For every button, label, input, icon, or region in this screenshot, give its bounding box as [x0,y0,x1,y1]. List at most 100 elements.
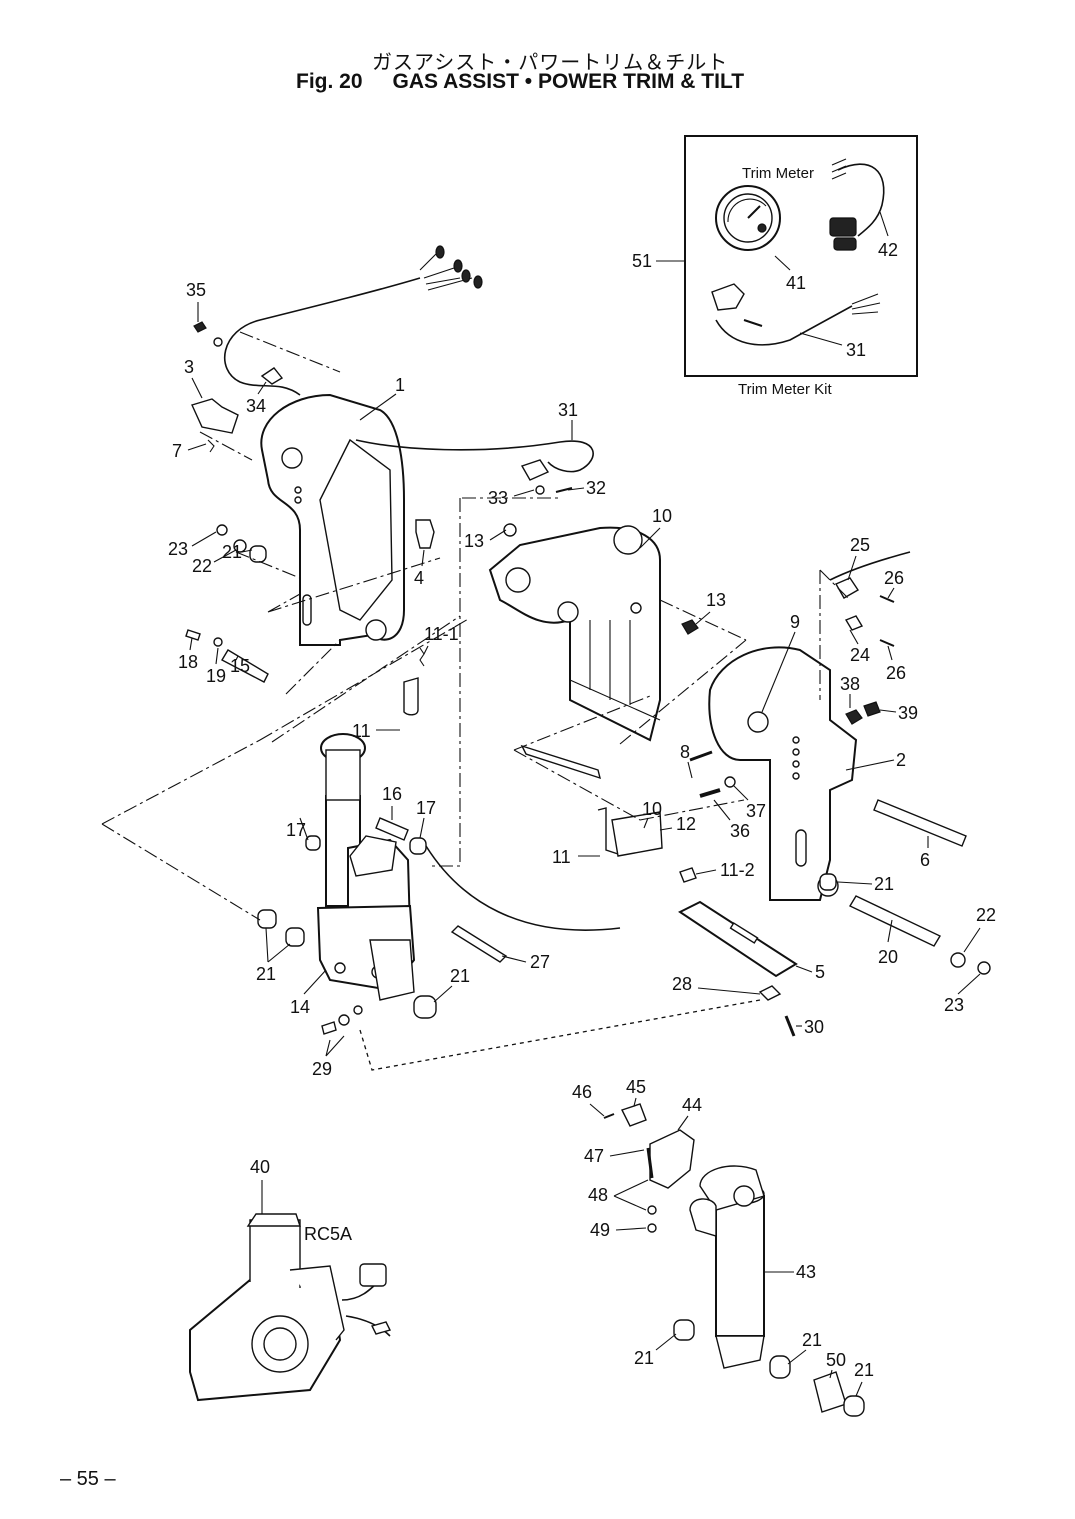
callout-17-right: 17 [416,798,436,818]
callout-21-lower-left: 21 [634,1348,654,1368]
callout-23-right: 23 [944,995,964,1015]
callout-17-left: 17 [286,820,306,840]
callout-31: 31 [558,400,578,420]
callout-43: 43 [796,1262,816,1282]
callout-41: 41 [786,273,806,293]
tilt-tube-6 [520,744,967,947]
callout-34: 34 [246,396,266,416]
callout-3: 3 [184,357,194,377]
callout-21-lower-right: 21 [854,1360,874,1380]
figure-number: Fig. 20 [296,70,363,93]
diagram-title-english: GAS ASSIST • POWER TRIM & TILT [392,70,745,93]
callout-32: 32 [586,478,606,498]
terminal-28 [758,985,782,1001]
trim-bracket-44 [603,1103,695,1233]
callout-numbers: 1 2 3 4 5 6 7 8 9 10 10 11 11 11-1 11-2 … [168,280,996,1397]
callout-50: 50 [826,1350,846,1370]
callout-22-left: 22 [192,556,212,576]
callout-18: 18 [178,652,198,672]
remote-control-rc5a [189,1213,392,1402]
callout-11-2: 11-2 [720,860,755,880]
small-hardware-left [185,321,573,683]
callout-24: 24 [850,645,870,665]
callout-22-right: 22 [976,905,996,925]
callout-23-left: 23 [168,539,188,559]
callout-9: 9 [790,612,800,632]
trim-sender-wire [711,283,881,346]
callout-26-upper: 26 [884,568,904,588]
callout-5: 5 [815,962,825,982]
callout-12: 12 [676,814,696,834]
callout-25: 25 [850,535,870,555]
trim-meter-kit-label: Trim Meter Kit [738,381,832,398]
anode-5 [678,900,798,978]
callout-14: 14 [290,997,310,1017]
callout-47: 47 [584,1146,604,1166]
callout-27: 27 [530,952,550,972]
screw-30 [784,1015,796,1037]
callout-48: 48 [588,1185,608,1205]
tilt-lock-clip [403,647,697,883]
callout-21-ptt-left: 21 [256,964,276,984]
callout-36: 36 [730,821,750,841]
trim-meter-kit-box: Trim Meter Trim Meter Kit 41 42 31 [684,135,918,398]
callout-42: 42 [878,240,898,260]
trim-meter-label: Trim Meter [742,165,814,182]
stern-bracket-right [708,646,858,901]
trim-meter-gauge [715,185,781,251]
callout-26-lower: 26 [886,663,906,683]
callout-21-right: 21 [874,874,894,894]
callout-19: 19 [206,666,226,686]
diagram-title-japanese: ガスアシスト・パワートリム＆チルト [372,50,729,74]
callout-38: 38 [840,674,860,694]
trim-cylinder-43 [689,1165,765,1369]
callout-21-lower-mid: 21 [802,1330,822,1350]
callout-37: 37 [746,801,766,821]
stern-bracket-left [260,393,405,646]
callout-10-plate: 10 [642,799,662,819]
callout-11-upper: 11 [352,721,371,741]
callout-30: 30 [804,1017,824,1037]
callout-21-ptt-right: 21 [450,966,470,986]
callout-31-kit: 31 [846,340,866,360]
callout-1: 1 [395,375,405,395]
swivel-bracket [488,523,661,742]
callout-11-1: 11-1 [424,624,459,644]
callout-46: 46 [572,1082,592,1102]
callout-33: 33 [488,488,508,508]
callout-40: 40 [250,1157,270,1177]
callout-44: 44 [682,1095,702,1115]
rc5a-label: RC5A [304,1224,352,1244]
cable-tie-27 [450,925,508,963]
callout-4: 4 [414,568,424,588]
locknut-13 [681,619,699,635]
callout-16: 16 [382,784,402,804]
power-trim-tilt-unit [316,733,416,1001]
callout-49: 49 [590,1220,610,1240]
callout-2: 2 [896,750,906,770]
diagram-title: Fig. 20 GAS ASSIST • POWER TRIM & TILT [296,70,744,94]
callout-6: 6 [920,850,930,870]
small-hardware-right [689,551,991,975]
callout-8: 8 [680,742,690,762]
callout-29: 29 [312,1059,332,1079]
callout-10-swivel: 10 [652,506,672,526]
callout-15: 15 [230,656,250,676]
trim-meter-harness [829,158,885,251]
page-number: – 55 – [60,1468,116,1490]
lower-bushings [673,1319,865,1417]
callout-28: 28 [672,974,692,994]
callout-45: 45 [626,1077,646,1097]
callout-13-right: 13 [706,590,726,610]
callout-13-left: 13 [464,531,484,551]
ptt-bushings [257,817,437,1035]
callout-35: 35 [186,280,206,300]
callout-20: 20 [878,947,898,967]
callout-11-lower: 11 [552,847,571,867]
callout-7: 7 [172,441,182,461]
ptt-wire [425,845,621,931]
assembly-lines [101,331,851,1071]
callout-39: 39 [898,703,918,723]
callout-51: 51 [632,251,652,271]
